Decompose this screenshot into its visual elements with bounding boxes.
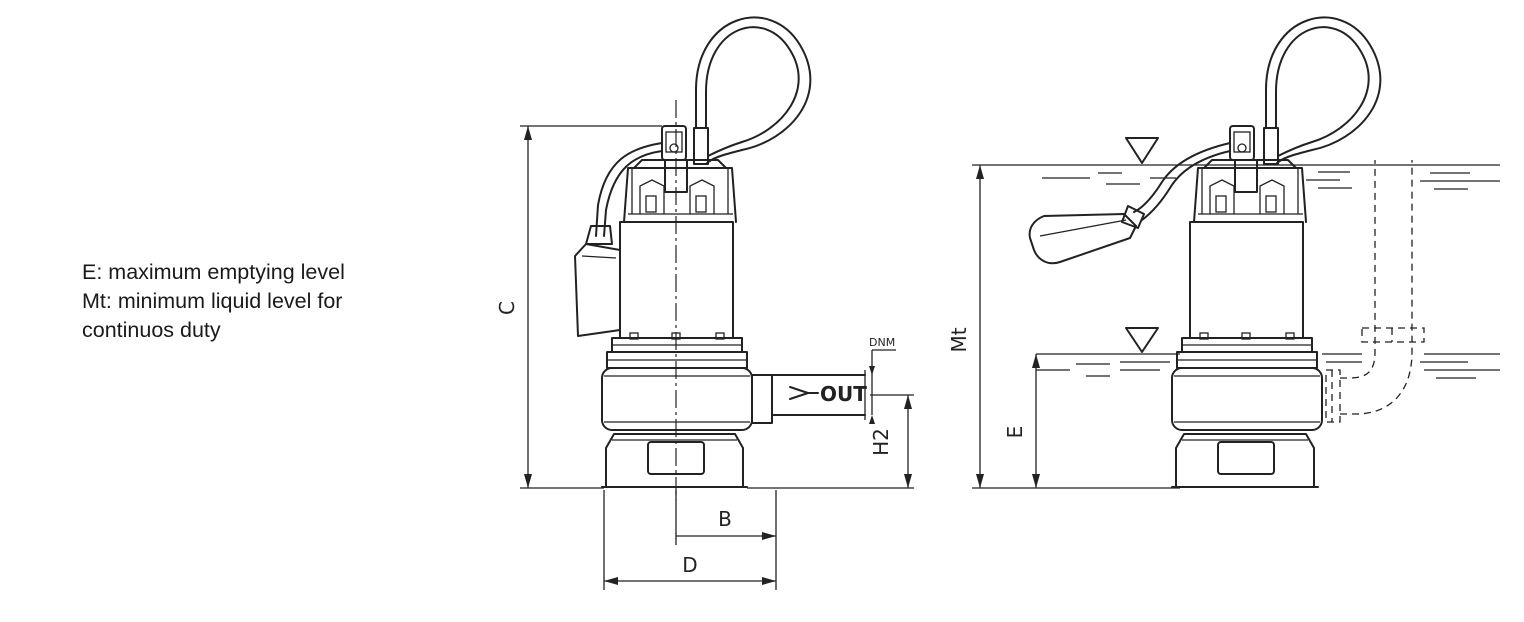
- label-mt: Mt: [947, 327, 971, 352]
- legend-mt-1: Mt: minimum liquid level for: [82, 289, 343, 313]
- legend: E: maximum emptying level Mt: minimum li…: [82, 258, 442, 345]
- label-e: E: [1003, 426, 1027, 439]
- right-dimensions: Mt E: [947, 165, 1040, 488]
- label-dnm: DNM: [869, 336, 895, 349]
- legend-e: E: maximum emptying level: [82, 260, 345, 284]
- legend-mt-2: continuos duty: [82, 318, 221, 342]
- label-d: D: [682, 553, 697, 577]
- right-pump-view: [972, 16, 1500, 489]
- label-b: B: [718, 507, 732, 531]
- label-out: OUT: [820, 382, 867, 406]
- label-c: C: [495, 301, 519, 315]
- left-dimensions: C H2 DNM OUT B D: [495, 125, 914, 590]
- left-pump-view: [574, 16, 866, 500]
- label-h2: H2: [869, 428, 893, 456]
